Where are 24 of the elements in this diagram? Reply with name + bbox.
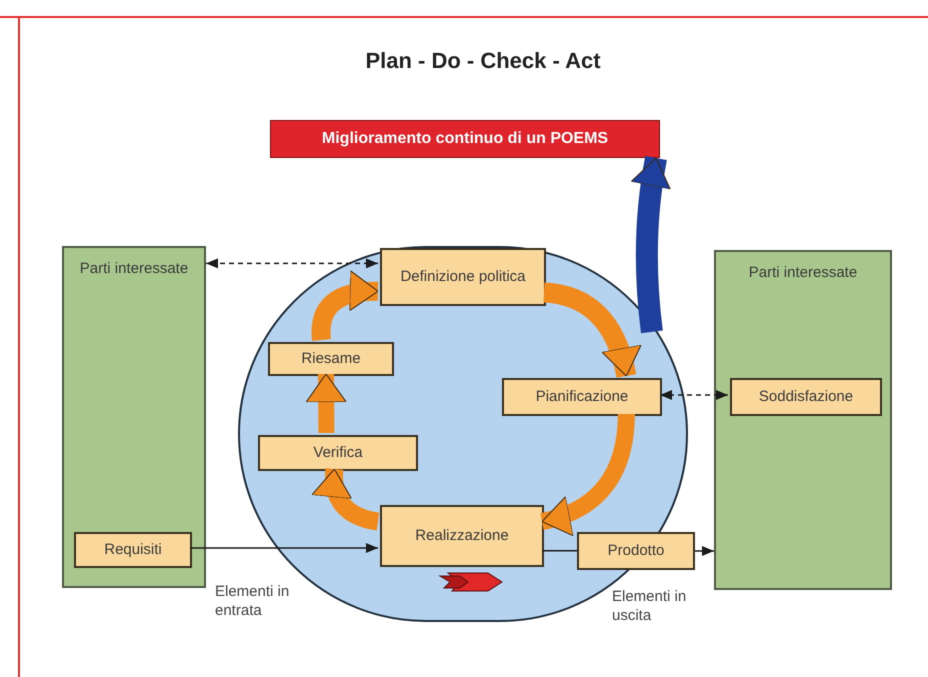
arrow (190, 543, 378, 553)
process-box: Requisiti (74, 532, 192, 568)
block-arrow (630, 156, 672, 334)
process-box: Verifica (258, 435, 418, 471)
process-box: Riesame (268, 342, 394, 376)
panel-heading: Parti interessate (78, 260, 190, 279)
process-box: Definizione politica (380, 248, 546, 306)
io-label: Elementi in uscita (612, 588, 688, 626)
process-box: Pianificazione (502, 378, 662, 416)
process-box: Prodotto (577, 532, 695, 570)
block-arrow (540, 414, 635, 535)
banner-box: Miglioramento continuo di un POEMS (270, 120, 660, 158)
arrow (695, 546, 714, 556)
panel-heading: Parti interessate (748, 264, 858, 283)
block-arrow (306, 374, 347, 434)
process-box: Soddisfazione (730, 378, 882, 416)
process-box: Realizzazione (380, 505, 544, 567)
arrow (206, 258, 378, 268)
diagram-title: Plan - Do - Check - Act (364, 47, 602, 75)
connector-line (542, 550, 577, 552)
stakeholder-panel (62, 246, 206, 588)
io-label: Elementi in entrata (215, 583, 290, 620)
stakeholder-panel (714, 250, 892, 590)
arrow (660, 390, 728, 400)
